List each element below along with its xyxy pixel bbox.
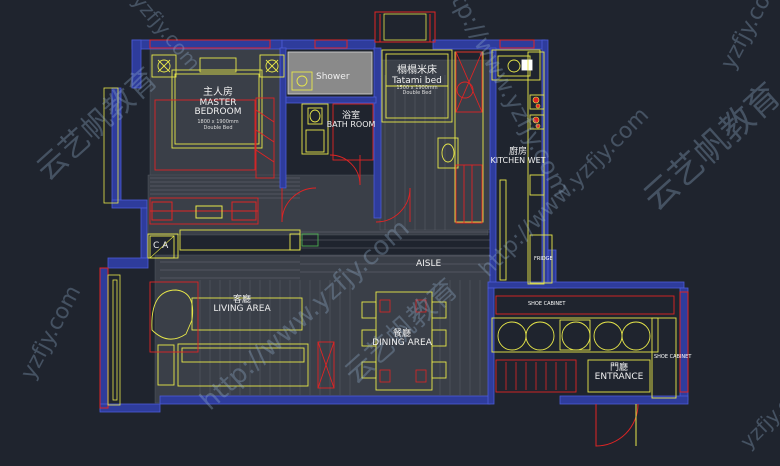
bathroom-door-swing <box>329 154 361 186</box>
bathroom-en: BATH ROOM <box>326 120 376 130</box>
label-shoe-cabinet-top: SHOE CABINET <box>528 301 566 307</box>
window-sills <box>103 13 427 406</box>
label-shoe-cabinet-right: SHOE CABINET <box>654 354 692 360</box>
master-bedroom-cn: 主人房 <box>203 87 233 98</box>
ca-box <box>149 235 175 259</box>
label-entrance: 門廳 ENTRANCE <box>590 363 648 383</box>
label-dining: 餐廳 DINING AREA <box>370 329 434 349</box>
entrance-drawers <box>505 362 567 390</box>
master-bedroom-en: MASTER BEDROOM <box>194 97 242 117</box>
label-ca: C A <box>153 241 169 251</box>
floor-hatch-vertical <box>199 75 481 395</box>
shower-en: Shower <box>316 72 350 82</box>
label-shower: Shower <box>316 72 350 82</box>
living-furniture <box>151 289 309 387</box>
label-master-bedroom: 主人房 MASTER BEDROOM 1800 x 1900mm Double … <box>183 87 253 131</box>
entrance-en: ENTRANCE <box>594 372 644 383</box>
living-cn: 客廳 <box>232 295 251 305</box>
entrance-cn: 門廳 <box>609 363 628 373</box>
entrance-cabinets <box>491 295 677 399</box>
kitchen-cn: 廚房 <box>508 147 527 157</box>
kitchen-en: KITCHEN WET <box>490 156 546 166</box>
wardrobe <box>149 97 275 225</box>
floor-fill <box>147 47 491 404</box>
living-en: LIVING AREA <box>213 304 271 315</box>
aisle-en: AISLE <box>416 259 442 269</box>
tatami-bed: Double Bed <box>402 90 432 97</box>
ca-diagonal <box>149 235 175 259</box>
dining-furniture <box>361 291 447 391</box>
corridor-cabinets <box>147 229 301 259</box>
dining-plates <box>379 299 427 383</box>
dining-cn: 餐廳 <box>392 329 411 339</box>
tatami-wardrobe <box>455 51 483 224</box>
master-bedroom-bed: Double Bed <box>203 124 233 131</box>
label-aisle: AISLE <box>416 259 442 269</box>
bathroom-cn: 浴室 <box>341 111 360 121</box>
tatami-size: 1500 x 1900mm <box>396 84 438 91</box>
entrance-door-swing <box>595 403 639 447</box>
label-fridge: FRIDGE <box>534 256 553 262</box>
wardrobe-drawers <box>151 201 257 221</box>
kitchen-counter <box>491 49 553 285</box>
green-fixture <box>301 233 319 247</box>
bathroom-fixtures <box>287 51 374 161</box>
dining-en: DINING AREA <box>372 338 432 349</box>
living-red <box>149 281 335 389</box>
tatami-cn: 榻榻米床 <box>397 65 437 76</box>
master-bedroom-size: 1800 x 1900mm <box>197 119 239 126</box>
kitchen-stove <box>532 96 541 129</box>
label-kitchen: 廚房 KITCHEN WET <box>490 147 546 166</box>
master-bed <box>151 54 285 171</box>
door-swings <box>281 187 411 223</box>
label-bathroom: 浴室 BATH ROOM <box>326 111 376 130</box>
label-tatami: 榻榻米床 Tatami bed 1500 x 1900mm Double Bed <box>388 65 446 97</box>
label-living: 客廳 LIVING AREA <box>210 295 274 315</box>
tatami-en: Tatami bed <box>392 75 442 86</box>
